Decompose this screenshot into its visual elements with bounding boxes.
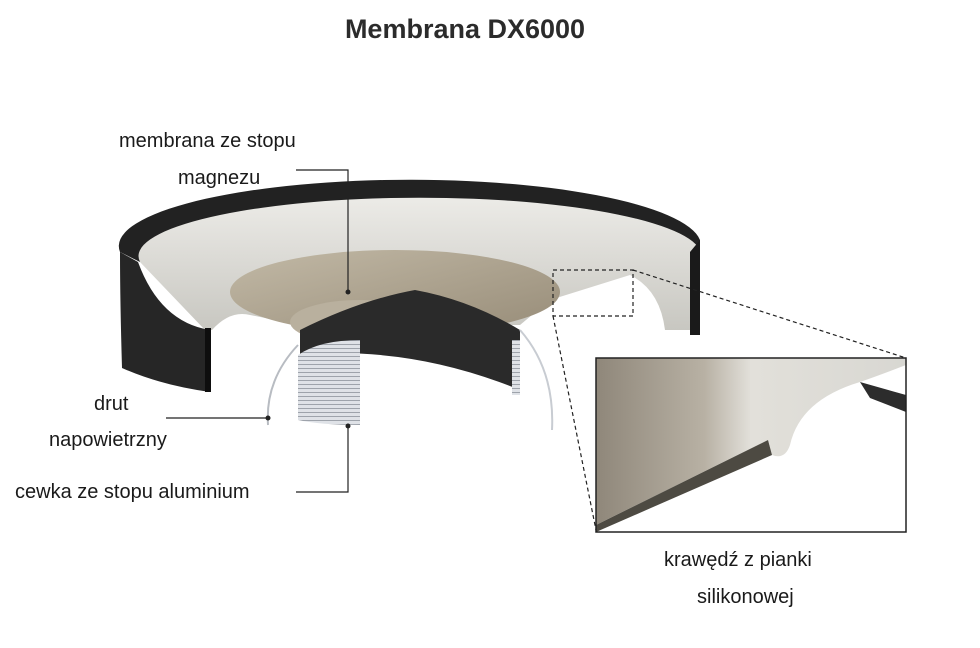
edge-detail-inset [595, 357, 907, 533]
zoom-line-upper [632, 269, 907, 359]
lead-wire-left [266, 344, 299, 426]
label-edge-line2: silikonowej [697, 586, 794, 608]
zoom-line-lower [552, 315, 597, 531]
label-wire-line2: napowietrzny [49, 429, 167, 451]
label-membrane-line1: membrana ze stopu [119, 130, 296, 152]
leader-coil [296, 426, 349, 493]
leader-membrane [296, 169, 349, 292]
rim-cut-face-left [205, 328, 211, 392]
label-membrane-line2: magnezu [178, 167, 261, 189]
outer-rim-back [118, 179, 700, 262]
label-wire-line1: drut [94, 393, 129, 415]
label-edge-line1: krawędź z pianki [664, 549, 812, 571]
lead-wire-right [519, 329, 554, 431]
outer-rim-right [690, 240, 700, 335]
diagram-title: Membrana DX6000 [344, 14, 586, 44]
label-coil: cewka ze stopu aluminium [15, 481, 250, 503]
outer-rim-left [120, 252, 210, 392]
cone-cutaway [300, 290, 520, 390]
voice-coil-right [512, 340, 520, 395]
voice-coil [298, 340, 360, 425]
